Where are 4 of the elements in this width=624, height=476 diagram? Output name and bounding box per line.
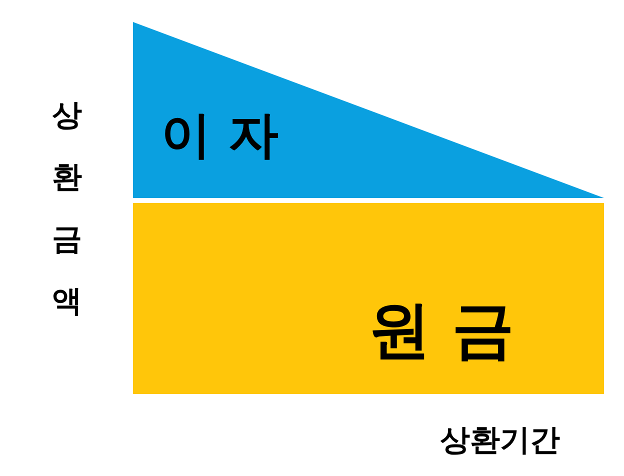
area-label: 이 자 xyxy=(161,110,278,160)
axis-title: 상환기간 xyxy=(440,422,560,460)
area-label: 원 금 xyxy=(368,298,514,360)
axis-title: 상환금액 xyxy=(52,97,83,321)
